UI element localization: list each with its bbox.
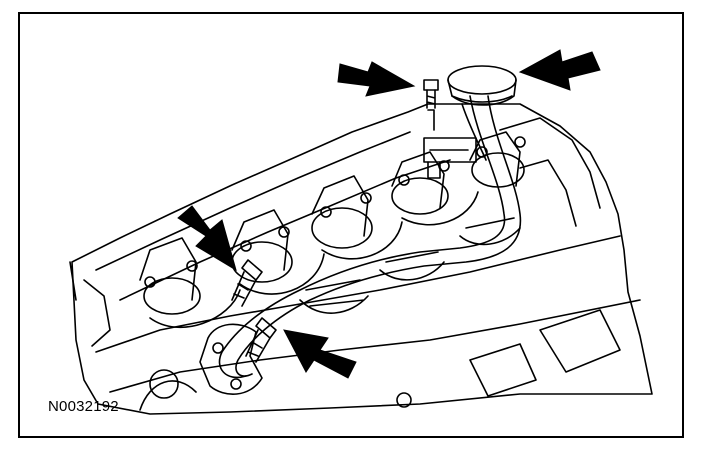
engine-block-icon bbox=[69, 103, 653, 415]
arrow-icon bbox=[518, 49, 601, 91]
pickup-screen-icon bbox=[447, 65, 517, 106]
figure-id-label: N0032192 bbox=[48, 398, 119, 415]
bolt-icon bbox=[423, 79, 439, 131]
bolt-icon bbox=[231, 259, 263, 307]
arrow-icon bbox=[283, 329, 357, 379]
arrow-icon bbox=[337, 61, 416, 97]
arrow-icon bbox=[177, 205, 237, 272]
bolt-icon bbox=[245, 317, 277, 363]
oil-pump-pickup-tube-icon bbox=[199, 95, 522, 395]
